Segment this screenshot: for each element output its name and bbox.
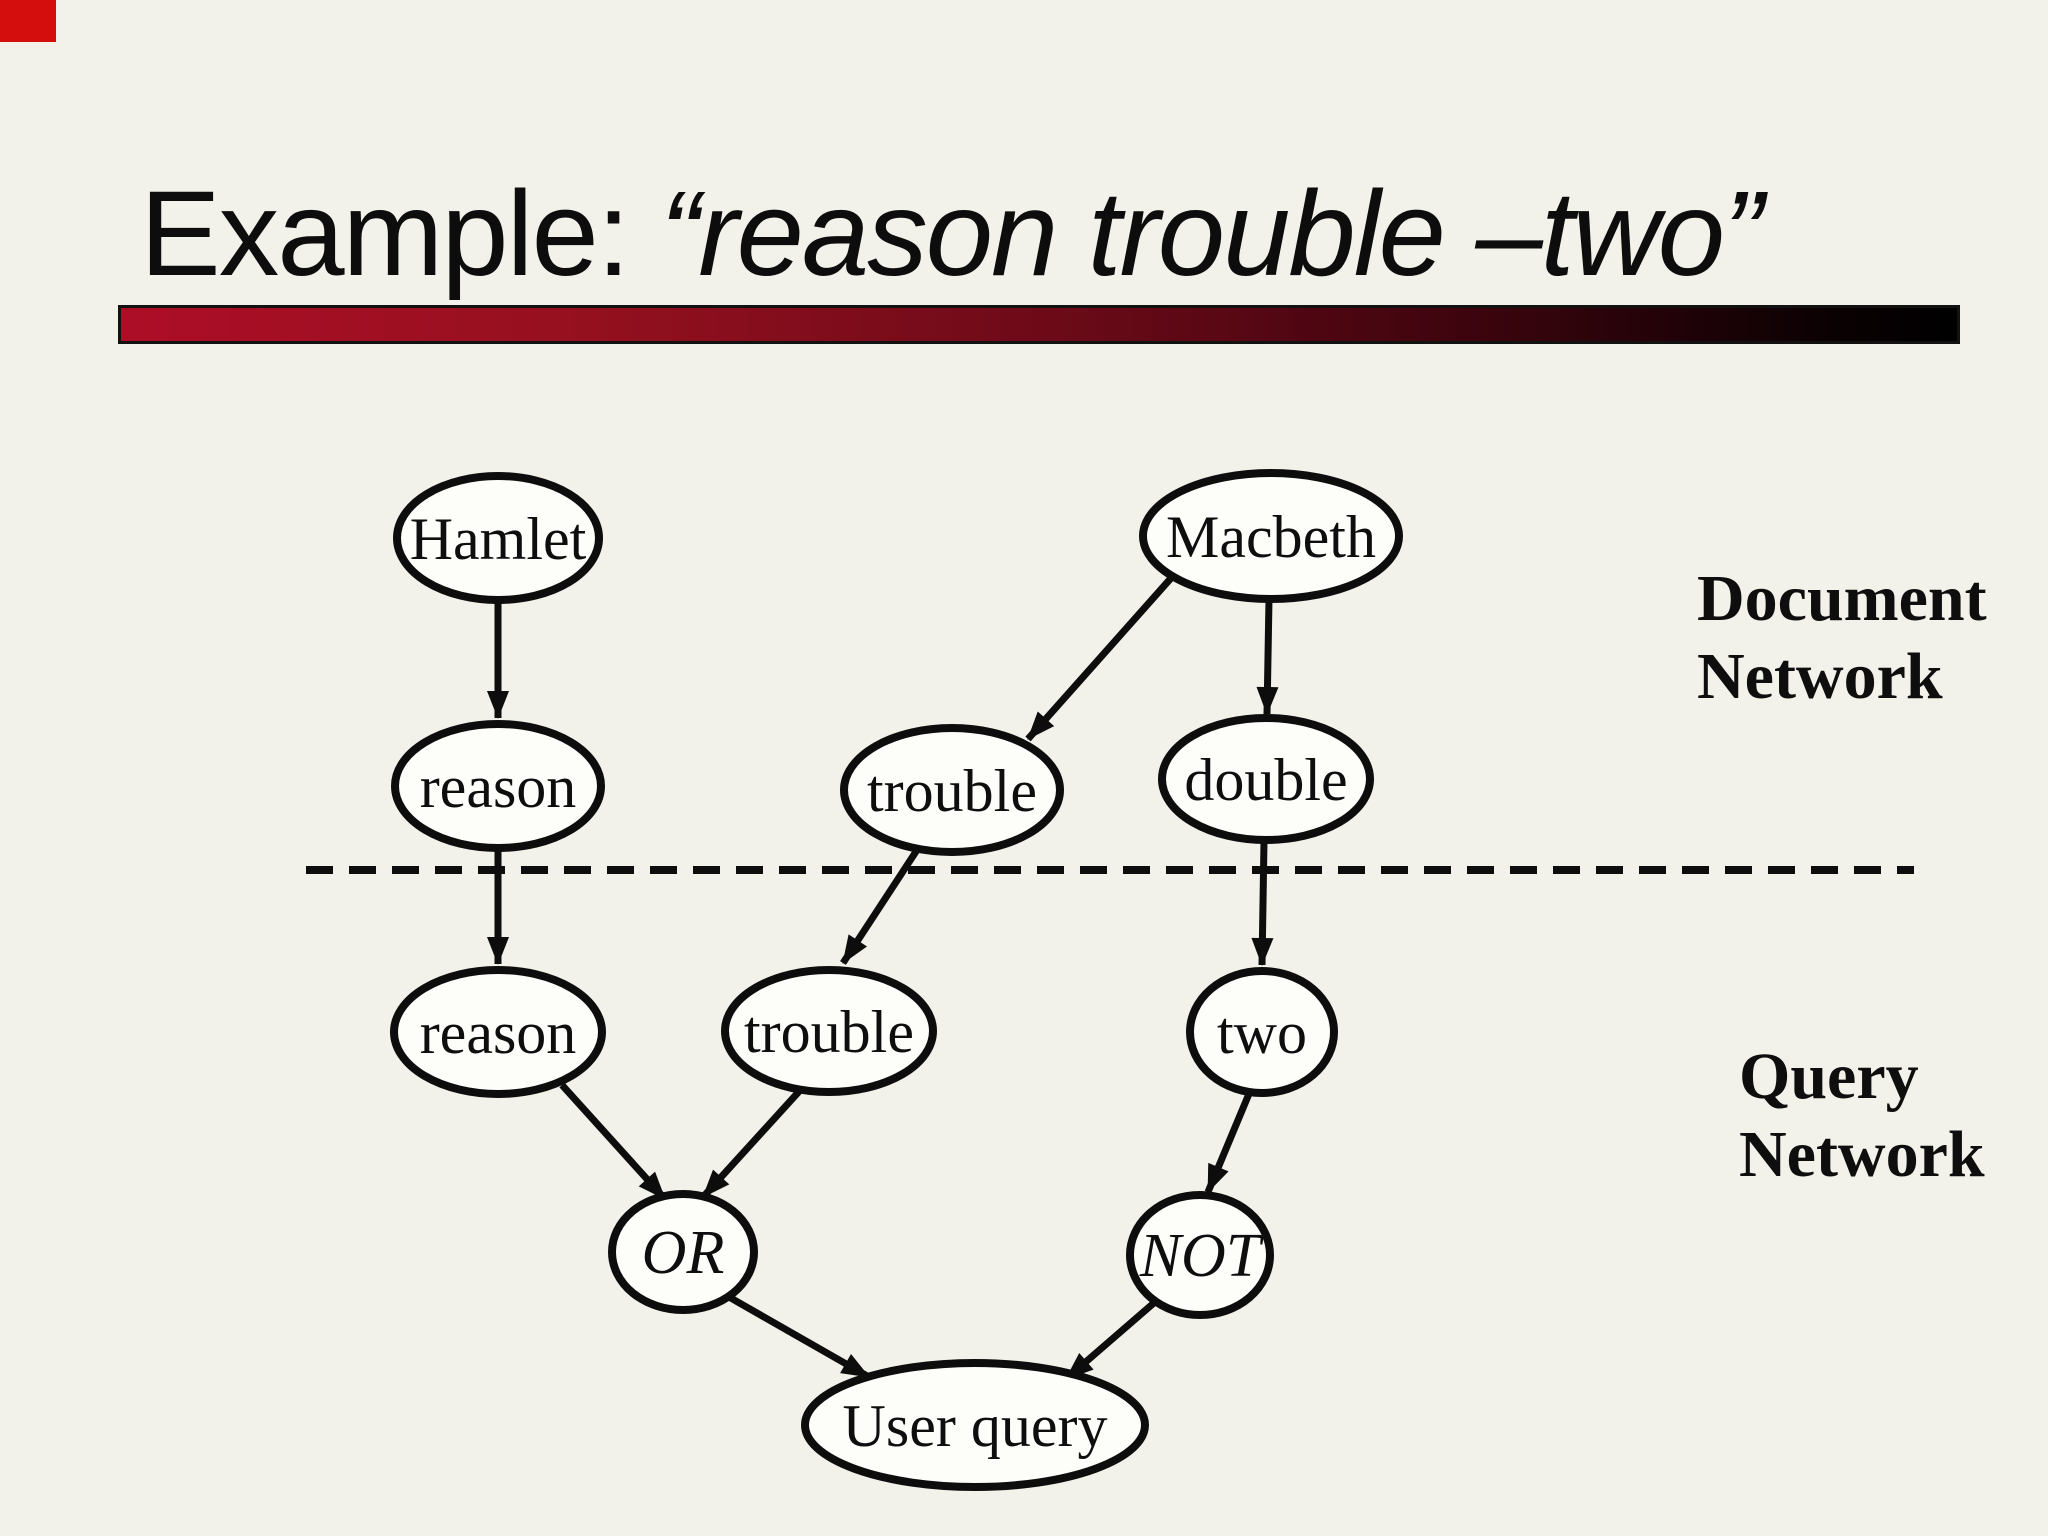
node-user-query [801, 1359, 1149, 1491]
edge-trouble-or [700, 1083, 807, 1200]
edge-macbeth-trouble [1025, 574, 1175, 742]
node-trouble-doc-label: trouble [867, 758, 1037, 824]
edge-reason-or [559, 1082, 668, 1202]
node-trouble-query [721, 966, 937, 1096]
node-two-query [1186, 967, 1338, 1097]
slide-title-quoted: “reason trouble –two” [660, 165, 1763, 301]
edge-double-two [1251, 840, 1274, 966]
query-network-label-line2: Network [1739, 1117, 1985, 1191]
node-reason-doc [391, 720, 605, 852]
node-macbeth [1139, 469, 1403, 603]
node-reason-query-label: reason [420, 1000, 577, 1066]
edge-macbeth-double [1256, 598, 1279, 715]
node-or-operator-label: OR [642, 1219, 725, 1287]
document-network-label-line1: Document [1697, 562, 1987, 635]
node-trouble-query-label: trouble [744, 999, 914, 1065]
node-trouble-doc [840, 724, 1064, 856]
corner-mark [0, 0, 56, 42]
document-network-label-line2: Network [1697, 639, 1943, 713]
slide-title-prefix: Example: [140, 165, 661, 301]
slide-title: Example: “reason trouble –two” [140, 169, 1940, 297]
document-network-label: Document Network [1697, 560, 1987, 716]
node-double-doc-label: double [1184, 747, 1347, 813]
node-hamlet [393, 472, 603, 604]
node-not-operator-label: NOT [1139, 1222, 1265, 1290]
title-accent-bar [118, 305, 1960, 344]
edge-or-userquery [727, 1293, 871, 1381]
node-hamlet-label: Hamlet [410, 506, 587, 572]
node-user-query-label: User query [843, 1393, 1108, 1459]
edge-trouble-trouble [840, 848, 920, 965]
node-double-doc [1158, 714, 1374, 844]
node-not-operator [1126, 1191, 1274, 1319]
node-reason-doc-label: reason [420, 754, 577, 820]
edge-not-userquery [1063, 1299, 1158, 1382]
query-network-label: Query Network [1739, 1038, 1985, 1194]
node-or-operator [608, 1190, 758, 1314]
node-reason-query [390, 966, 606, 1098]
node-macbeth-label: Macbeth [1166, 504, 1376, 570]
edge-two-not [1204, 1087, 1255, 1194]
query-network-label-line1: Query [1739, 1040, 1919, 1113]
node-two-query-label: two [1217, 1000, 1307, 1066]
